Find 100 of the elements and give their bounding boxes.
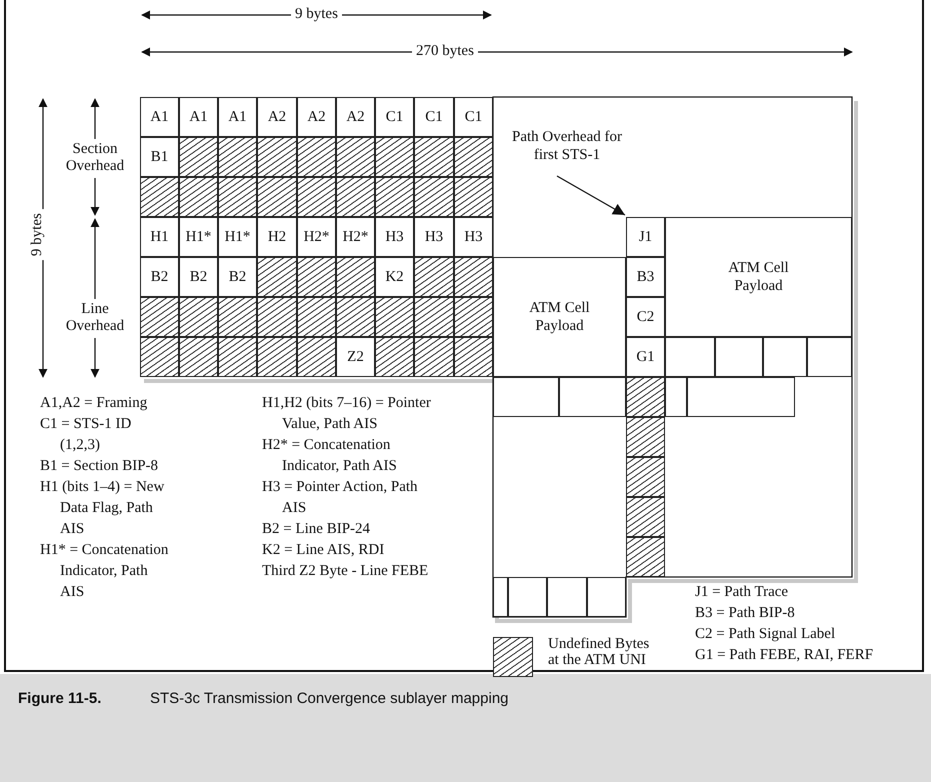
key-note: H1 (bits 1–4) = New Data Flag, Path AIS	[40, 478, 166, 539]
empty-byte-cell	[665, 377, 687, 417]
hatched-byte-cell	[257, 177, 297, 217]
byte-cell	[454, 217, 493, 257]
hatched-byte-cell	[179, 177, 218, 217]
byte-cell	[336, 97, 375, 137]
hatched-byte-cell	[626, 497, 665, 537]
arrow	[556, 175, 626, 216]
dimension-label: 270 bytes	[412, 43, 478, 60]
byte-label: H2	[268, 228, 286, 246]
hatched-byte-cell	[375, 297, 414, 337]
byte-cell	[140, 257, 179, 297]
byte-cell	[626, 217, 665, 257]
hatched-byte-cell	[336, 257, 375, 297]
byte-cell	[257, 217, 297, 257]
hatched-byte-cell	[218, 137, 257, 177]
key-note: H3 = Pointer Action, Path AIS	[262, 478, 419, 518]
byte-cell	[140, 97, 179, 137]
hatched-byte-cell	[297, 257, 336, 297]
hatched-byte-cell	[297, 137, 336, 177]
hatched-byte-cell	[414, 337, 454, 377]
hatched-byte-cell	[414, 257, 454, 297]
hatched-byte-cell	[297, 297, 336, 337]
empty-byte-cell	[587, 577, 626, 617]
byte-label: C2	[636, 308, 654, 326]
byte-label: H3	[464, 228, 483, 246]
key-note: Third Z2 Byte - Line FEBE	[262, 562, 430, 581]
dimension-label: 9 bytes	[291, 6, 342, 24]
overhead-label: Section Overhead	[64, 139, 126, 178]
byte-label: G1	[636, 348, 655, 366]
byte-label: J1	[638, 228, 652, 246]
hatched-byte-cell	[257, 257, 297, 297]
byte-cell	[297, 217, 336, 257]
byte-label: H1	[150, 228, 169, 246]
byte-label: H2*	[342, 228, 368, 246]
figure-caption: STS-3c Transmission Convergence sublayer mapping	[150, 690, 508, 708]
byte-label: H3	[385, 228, 404, 246]
key-note: K2 = Line AIS, RDI	[262, 541, 386, 560]
byte-cell	[218, 217, 257, 257]
byte-label: A2	[307, 108, 326, 126]
hatched-byte-cell	[179, 297, 218, 337]
byte-label: K2	[385, 268, 404, 286]
hatched-byte-cell	[140, 337, 179, 377]
key-note: H2* = Concatenation Indicator, Path AIS	[262, 436, 398, 476]
hatched-byte-cell	[257, 137, 297, 177]
byte-cell	[218, 97, 257, 137]
hatched-byte-cell	[375, 177, 414, 217]
byte-cell	[336, 337, 375, 377]
byte-label: C1	[425, 108, 443, 126]
byte-label: C1	[464, 108, 482, 126]
figure-number: Figure 11-5.	[18, 690, 102, 708]
hatched-byte-cell	[179, 137, 218, 177]
hatched-byte-cell	[140, 177, 179, 217]
payload-area	[493, 257, 626, 377]
byte-label: Z2	[347, 348, 364, 366]
payload-area	[665, 217, 852, 337]
hatched-byte-cell	[257, 337, 297, 377]
hatched-byte-cell	[626, 537, 665, 577]
byte-label: H1*	[224, 228, 250, 246]
key-note: C2 = Path Signal Label	[695, 625, 836, 644]
byte-cell	[218, 257, 257, 297]
hatched-byte-cell	[257, 297, 297, 337]
byte-label: B1	[150, 148, 168, 166]
hatched-byte-cell	[336, 177, 375, 217]
hatched-byte-cell	[218, 177, 257, 217]
hatched-byte-cell	[297, 177, 336, 217]
hatched-byte-cell	[218, 337, 257, 377]
byte-cell	[140, 217, 179, 257]
hatched-byte-cell	[626, 417, 665, 457]
byte-label: A2	[268, 108, 286, 126]
hatched-byte-cell	[140, 297, 179, 337]
hatched-byte-cell	[179, 337, 218, 377]
key-note: B1 = Section BIP-8	[40, 457, 160, 476]
key-note: G1 = Path FEBE, RAI, FERF	[695, 646, 874, 665]
key-note: A1,A2 = Framing	[40, 394, 148, 413]
hatched-byte-cell	[454, 257, 493, 297]
byte-label: A1	[189, 108, 208, 126]
byte-label: A1	[228, 108, 247, 126]
byte-cell	[626, 297, 665, 337]
key-note: J1 = Path Trace	[695, 583, 790, 602]
byte-cell	[257, 97, 297, 137]
overhead-label: Line Overhead	[64, 299, 126, 338]
byte-cell	[414, 217, 454, 257]
hatched-byte-cell	[626, 377, 665, 417]
byte-label: H3	[424, 228, 444, 246]
hatched-byte-cell	[414, 177, 454, 217]
hatched-byte-cell	[336, 137, 375, 177]
byte-cell	[297, 97, 336, 137]
byte-label: ATM Cell Payload	[727, 259, 790, 295]
byte-cell	[140, 137, 179, 177]
dimension-label: 9 bytes	[28, 209, 46, 260]
byte-cell	[414, 97, 454, 137]
legend-text: Undefined Bytes at the ATM UNI	[548, 636, 650, 668]
byte-cell	[375, 217, 414, 257]
empty-byte-cell	[493, 577, 508, 617]
hatched-byte-cell	[454, 297, 493, 337]
byte-label: A2	[346, 108, 365, 126]
byte-label: ATM Cell Payload	[528, 299, 591, 335]
byte-label: B2	[228, 268, 246, 286]
byte-cell	[454, 97, 493, 137]
